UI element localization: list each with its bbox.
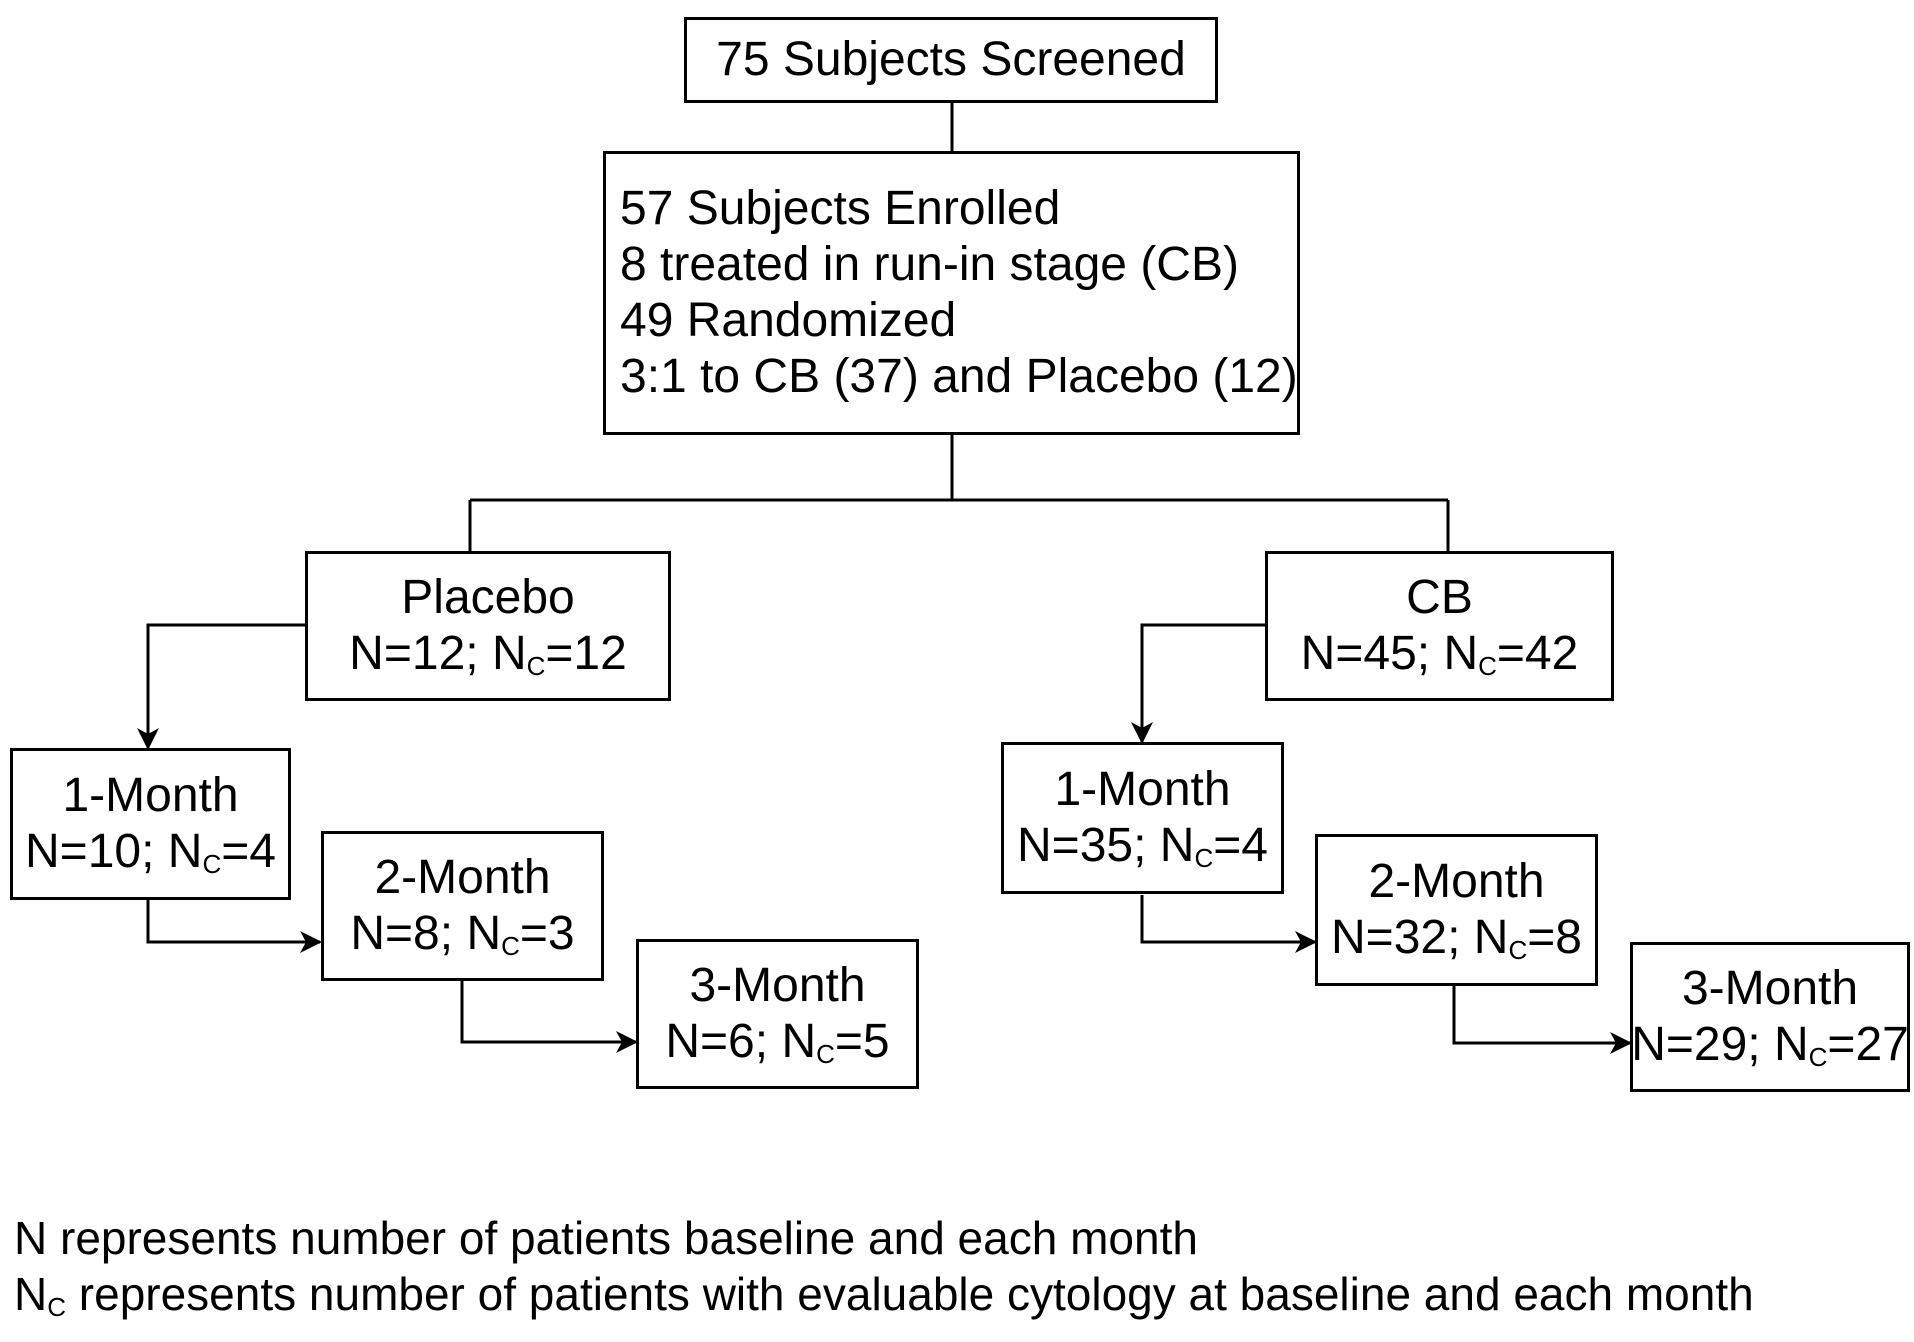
placebo-month2-box: 2-Month N=8; NC=3 [321, 831, 604, 981]
placebo-month2-title: 2-Month [374, 851, 551, 904]
placebo-month1-box: 1-Month N=10; NC=4 [10, 748, 291, 900]
arrow-cb-month1-month2 [1140, 895, 1317, 953]
placebo-month1-title: 1-Month [62, 769, 239, 822]
cb-counts: N=45; NC=42 [1300, 627, 1579, 681]
cb-box: CB N=45; NC=42 [1265, 551, 1614, 701]
enrolled-line-4: 3:1 to CB (37) and Placebo (12) [620, 350, 1298, 403]
enrolled-line-3: 49 Randomized [620, 294, 957, 347]
legend: N represents number of patients baseline… [14, 1210, 1754, 1322]
cb-month2-counts: N=32; NC=8 [1331, 911, 1582, 965]
enrolled-box: 57 Subjects Enrolled 8 treated in run-in… [603, 151, 1300, 435]
legend-line-2: NC represents number of patients with ev… [14, 1268, 1754, 1322]
cb-title: CB [1406, 571, 1473, 624]
cb-month3-box: 3-Month N=29; NC=27 [1630, 942, 1910, 1092]
legend-line-1: N represents number of patients baseline… [14, 1212, 1198, 1264]
arrow-cb-month1 [1131, 623, 1265, 744]
arrow-placebo-month2-month3 [460, 980, 638, 1053]
placebo-month3-title: 3-Month [689, 959, 866, 1012]
cb-month1-title: 1-Month [1054, 763, 1231, 816]
cb-month3-counts: N=29; NC=27 [1631, 1018, 1909, 1072]
arrow-placebo-month1 [137, 623, 305, 750]
placebo-counts: N=12; NC=12 [349, 627, 627, 681]
placebo-month2-counts: N=8; NC=3 [350, 907, 575, 961]
placebo-month3-counts: N=6; NC=5 [665, 1015, 890, 1069]
cb-month1-box: 1-Month N=35; NC=4 [1001, 742, 1284, 894]
cb-month2-box: 2-Month N=32; NC=8 [1315, 834, 1598, 986]
placebo-month1-counts: N=10; NC=4 [25, 825, 276, 879]
placebo-title: Placebo [401, 571, 575, 624]
placebo-box: Placebo N=12; NC=12 [305, 551, 671, 701]
enrolled-line-1: 57 Subjects Enrolled [620, 182, 1061, 235]
arrow-placebo-month1-month2 [146, 900, 322, 953]
cb-month1-counts: N=35; NC=4 [1017, 819, 1268, 873]
arrow-cb-month2-month3 [1452, 984, 1632, 1054]
cb-month2-title: 2-Month [1368, 855, 1545, 908]
placebo-month3-box: 3-Month N=6; NC=5 [636, 939, 919, 1089]
screened-box: 75 Subjects Screened [684, 17, 1218, 103]
cb-month3-title: 3-Month [1681, 962, 1859, 1015]
screened-text: 75 Subjects Screened [716, 33, 1186, 86]
enrolled-line-2: 8 treated in run-in stage (CB) [620, 238, 1239, 291]
